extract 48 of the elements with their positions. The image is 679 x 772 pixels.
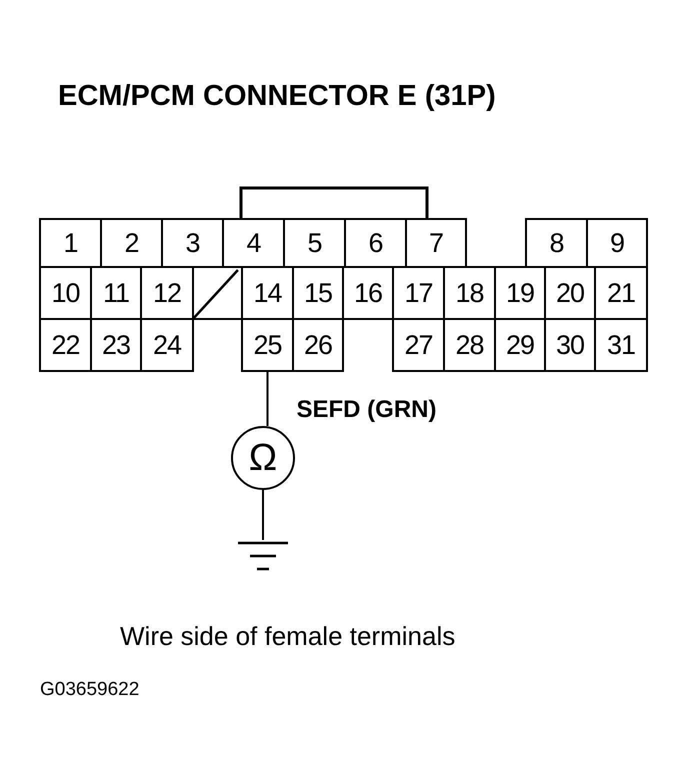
pin-number: 1	[63, 228, 78, 258]
wire-label: SEFD (GRN)	[296, 396, 436, 424]
pin-number: 20	[556, 278, 584, 308]
terminal-cavity	[39, 318, 92, 372]
pin-number: 23	[102, 330, 130, 360]
pin-number: 24	[152, 330, 182, 360]
pin-number: 10	[51, 278, 80, 308]
pin-number: 2	[124, 228, 139, 258]
pin-number: 31	[606, 330, 636, 360]
pin-number: 29	[506, 330, 534, 360]
pin-number: 21	[606, 278, 636, 308]
pin-number: 15	[304, 278, 332, 308]
pin-number: 26	[304, 330, 332, 360]
caption: Wire side of female terminals	[120, 621, 456, 652]
terminal-cavity	[140, 318, 194, 372]
pin-number: 7	[428, 228, 444, 258]
terminal-cavity	[392, 318, 445, 372]
pin-number: 3	[185, 228, 200, 258]
terminal-cavity	[39, 218, 102, 268]
pin-number: 6	[368, 228, 383, 258]
title: ECM/PCM CONNECTOR E (31P)	[58, 80, 496, 113]
pin-number: 27	[404, 330, 433, 360]
ohm-sign: Ω	[248, 436, 278, 480]
terminal-cavity	[405, 218, 467, 268]
pin-number: 9	[610, 228, 624, 258]
terminal-cavity	[241, 318, 294, 372]
blocked-cavity	[192, 266, 243, 320]
terminal-cavity	[594, 318, 648, 372]
terminal-cavity	[292, 318, 344, 372]
pin-number: 14	[253, 278, 282, 308]
pin-number: 16	[354, 278, 382, 308]
pin-number: 8	[549, 228, 564, 258]
pin-number: 17	[404, 278, 433, 308]
pin-number: 19	[506, 278, 534, 308]
pin-number: 11	[102, 278, 130, 308]
terminal-cavity	[525, 218, 588, 268]
pin-number: 5	[307, 228, 322, 258]
wire	[262, 490, 264, 540]
pin-number: 28	[455, 330, 484, 360]
pin-number: 4	[246, 228, 261, 258]
pin-number: 18	[455, 278, 484, 308]
pin-number: 22	[51, 330, 80, 360]
pin-number: 12	[152, 278, 182, 308]
pin-number: 30	[556, 330, 584, 360]
figure-code: G03659622	[40, 679, 140, 701]
pin-number: 25	[253, 330, 282, 360]
wire	[266, 372, 268, 426]
terminal-cavity	[586, 218, 648, 268]
